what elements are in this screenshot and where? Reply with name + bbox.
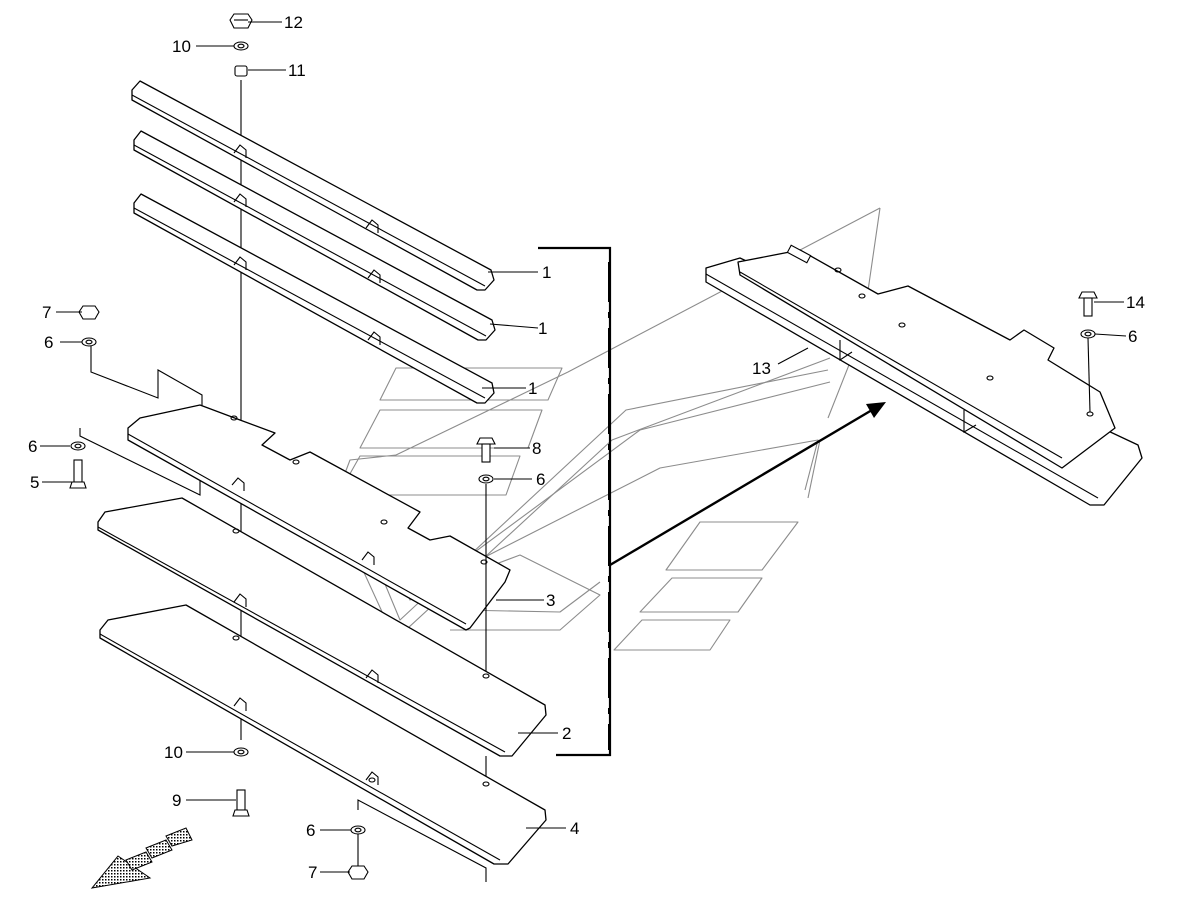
plate-2 <box>97 497 547 784</box>
decal-label <box>786 244 812 264</box>
callout-6-bottom: 6 <box>306 821 315 840</box>
callout-11: 11 <box>288 61 306 80</box>
assembly-13 <box>705 244 1143 506</box>
washer-6-left <box>81 337 97 347</box>
callout-6-right: 6 <box>1128 327 1137 346</box>
bolt-5 <box>73 459 83 483</box>
callout-13: 13 <box>752 359 771 378</box>
washer-6-right <box>1080 329 1096 339</box>
nut-12 <box>229 13 253 29</box>
group-bracket <box>538 246 612 757</box>
top-hardware-stack <box>229 13 253 77</box>
washer-6-lower-left <box>70 441 86 451</box>
left-hardware-top <box>78 305 203 415</box>
callout-labels: 12 10 11 1 1 1 7 6 6 5 8 6 3 2 10 9 6 7 … <box>28 13 1145 882</box>
callout-14: 14 <box>1126 293 1145 312</box>
callout-6-left: 6 <box>44 333 53 352</box>
callout-7-left: 7 <box>42 303 51 322</box>
callout-2: 2 <box>562 724 571 743</box>
plate-1-middle <box>133 130 496 341</box>
plate-1-upper <box>131 80 495 291</box>
callout-10-bottom: 10 <box>164 743 183 762</box>
washer-6-bottom <box>350 825 366 835</box>
callout-6-lower-left: 6 <box>28 437 37 456</box>
callout-12: 12 <box>284 13 303 32</box>
callout-7-bottom: 7 <box>308 863 317 882</box>
spacer-11 <box>234 65 248 77</box>
location-arrow <box>609 402 886 567</box>
nut-7-bottom <box>347 865 369 880</box>
callout-1-lower: 1 <box>528 379 537 398</box>
forward-direction-arrow-icon <box>90 827 193 889</box>
center-hardware <box>476 437 496 676</box>
callout-6-center: 6 <box>536 470 545 489</box>
right-hardware <box>1078 291 1098 413</box>
leader-lines <box>40 21 1127 873</box>
bolt-9 <box>236 789 246 811</box>
plate-1-lower <box>133 193 495 404</box>
plate-3 <box>127 404 511 631</box>
callout-5: 5 <box>30 473 39 492</box>
callout-1-middle: 1 <box>538 319 547 338</box>
bolt-8 <box>476 437 496 445</box>
washer-6-center <box>478 474 494 484</box>
plate-4 <box>99 604 547 882</box>
washer-10-bottom <box>233 747 249 757</box>
left-hardware-bottom <box>69 428 201 496</box>
callout-9: 9 <box>172 791 181 810</box>
callout-3: 3 <box>546 591 555 610</box>
callout-10-top: 10 <box>172 37 191 56</box>
callout-4: 4 <box>570 819 579 838</box>
callout-8: 8 <box>532 439 541 458</box>
bolt-14 <box>1078 291 1098 299</box>
washer-10-top <box>233 41 249 51</box>
callout-1-upper: 1 <box>542 263 551 282</box>
